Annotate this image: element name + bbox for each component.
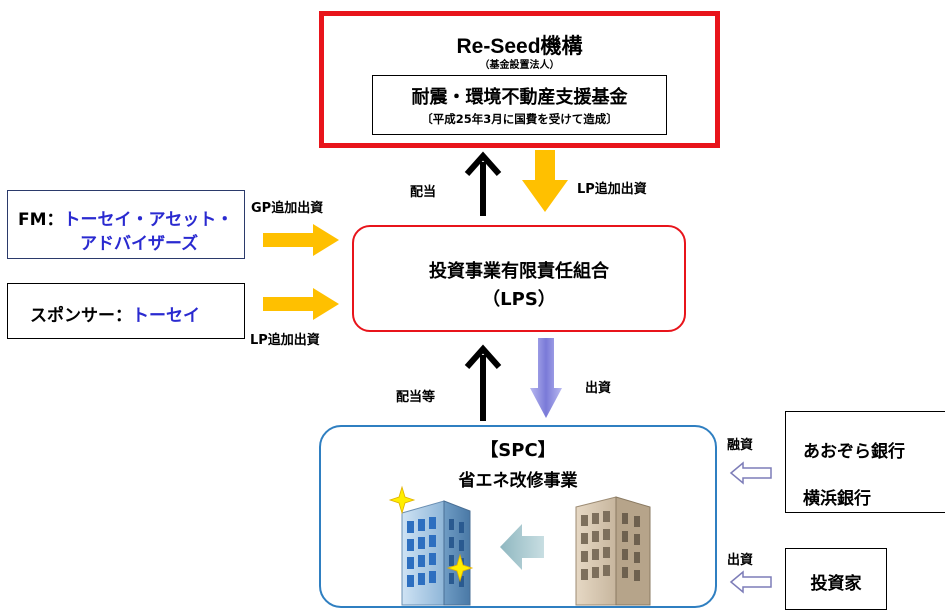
lps-name: 投資事業有限責任組合 [429, 261, 609, 282]
bank-yokohama: 横浜銀行 [803, 489, 871, 509]
label-investment-investor: 出資 [727, 553, 754, 568]
investment-down-arrow [530, 338, 562, 418]
sponsor-prefix: スポンサー： [30, 306, 132, 326]
banks-box: あおぞら銀行 横浜銀行 [785, 411, 945, 513]
label-dividend-etc: 配当等 [396, 390, 436, 405]
gp-add-right-arrow [263, 224, 339, 256]
lp-add-down-arrow [522, 150, 568, 212]
bank-aozora: あおぞら銀行 [803, 442, 905, 462]
renovation-left-arrow [500, 524, 544, 570]
label-lp-add-top: LP追加出資 [577, 182, 647, 197]
spc-title: 【SPC】 [480, 440, 556, 461]
dividend-up-arrow [464, 151, 502, 216]
label-dividend-top: 配当 [410, 185, 437, 200]
fund-name: 耐震・環境不動産支援基金 [411, 87, 628, 108]
label-lp-add-left: LP追加出資 [250, 333, 320, 348]
loan-left-arrow [729, 461, 772, 485]
fm-name-line1: トーセイ・アセット・ [63, 210, 234, 230]
label-investment-mid: 出資 [585, 381, 612, 396]
reseed-subtitle: （基金設置法人） [479, 60, 560, 71]
dividend-etc-up-arrow [464, 344, 502, 421]
label-gp-add: GP追加出資 [251, 201, 324, 216]
lps-box: 投資事業有限責任組合 （LPS） [352, 225, 686, 332]
spc-project: 省エネ改修事業 [458, 471, 578, 491]
investor-box: 投資家 [785, 548, 887, 610]
lps-abbr: （LPS） [482, 289, 556, 310]
fm-name-line2: アドバイザーズ [80, 234, 199, 254]
fm-prefix: FM： [18, 210, 64, 230]
spc-box: 【SPC】 省エネ改修事業 [319, 425, 717, 608]
reseed-box: Re-Seed機構 （基金設置法人） 耐震・環境不動産支援基金 〔平成25年3月… [319, 11, 720, 148]
fm-box: FM：トーセイ・アセット・ アドバイザーズ [7, 190, 245, 259]
fund-note: 〔平成25年3月に国費を受けて造成〕 [421, 112, 618, 126]
sponsor-name: トーセイ [132, 306, 200, 326]
lp-add-right-arrow [263, 288, 339, 320]
fund-box: 耐震・環境不動産支援基金 〔平成25年3月に国費を受けて造成〕 [372, 75, 667, 135]
old-building-icon [575, 496, 651, 606]
reseed-title: Re-Seed機構 [456, 35, 583, 58]
investor-left-arrow [729, 570, 772, 594]
renovated-building-icon [388, 485, 474, 606]
investor-label: 投資家 [810, 574, 862, 594]
label-loan: 融資 [727, 438, 754, 453]
sponsor-box: スポンサー：トーセイ [7, 283, 245, 339]
